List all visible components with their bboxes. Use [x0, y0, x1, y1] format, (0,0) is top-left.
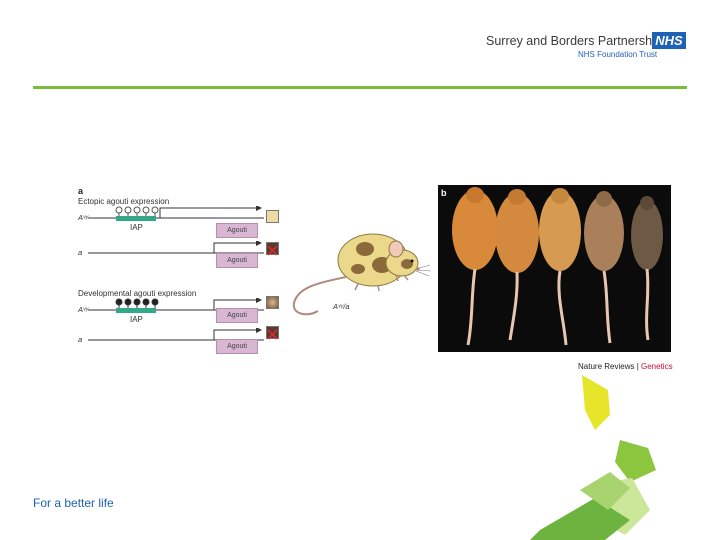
agouti-coat-swatch: [266, 296, 279, 309]
ectopic-title: Ectopic agouti expression: [78, 197, 169, 206]
iap-label: IAP: [130, 315, 143, 324]
footer-tagline: For a better life: [33, 496, 114, 510]
yellow-coat-swatch: [266, 210, 279, 223]
organisation-name: Surrey and Borders Partnership: [486, 34, 662, 48]
iap-element-developmental: [116, 308, 156, 313]
mouse-illustration: [288, 225, 438, 325]
agouti-gene-box: Agouti: [216, 339, 258, 354]
no-expression-swatch: [266, 242, 279, 255]
cross-icon: [267, 329, 278, 340]
decorative-chevrons: [500, 370, 690, 540]
nhs-logo: NHS: [652, 32, 686, 49]
figure-panel-a: a Ectopic agouti expression Aᵛʸ IAP Agou…: [76, 186, 286, 356]
panel-a-letter: a: [78, 186, 83, 196]
mice-row-image: [438, 185, 671, 352]
header-divider: [33, 86, 687, 89]
no-expression-swatch: [266, 326, 279, 339]
panel-b-letter: b: [441, 188, 447, 198]
mice-photograph: b: [438, 185, 671, 352]
iap-label: IAP: [130, 223, 143, 232]
mouse-genotype-label: Aᵛʸ/a: [333, 302, 350, 311]
cross-icon: [267, 245, 278, 256]
developmental-title: Developmental agouti expression: [78, 289, 196, 298]
iap-element-ectopic: [116, 216, 156, 221]
agouti-gene-box: Agouti: [216, 253, 258, 268]
agouti-gene-box: Agouti: [216, 308, 258, 323]
agouti-gene-box: Agouti: [216, 223, 258, 238]
trust-name: NHS Foundation Trust: [578, 50, 657, 59]
